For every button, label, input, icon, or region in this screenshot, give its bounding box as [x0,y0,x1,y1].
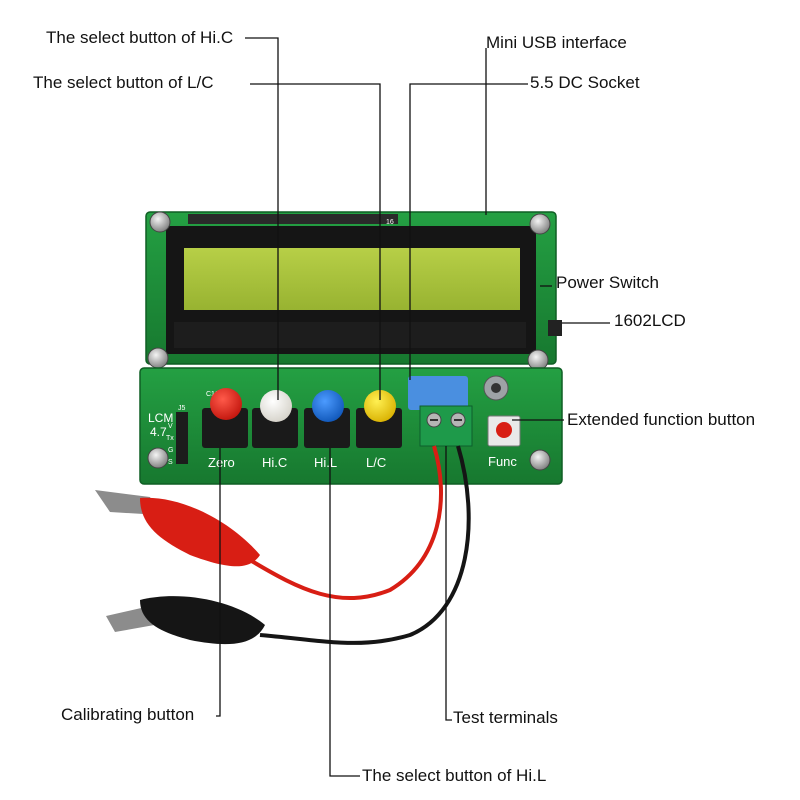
screw-icon [529,213,551,235]
callout-lcd: 1602LCD [614,311,686,330]
callout-dc-socket: 5.5 DC Socket [530,73,640,92]
callout-calibrating: Calibrating button [61,705,195,724]
screw-icon [529,449,551,471]
zero-button [210,388,242,420]
silk-c16: C16 [206,391,219,398]
silk-zero: Zero [208,455,235,470]
func-button [496,422,512,438]
black-lead [259,445,471,645]
lcd-pin-label: 16 [386,219,394,226]
callout-select-hil: The select button of Hi.L [362,766,547,785]
lc-button [364,390,396,422]
callout-mini-usb: Mini USB interface [486,33,627,52]
silk-pin-tx: Tx [166,435,174,442]
callout-select-lc: The select button of L/C [33,73,214,92]
screw-icon [149,211,171,233]
silk-lc: L/C [366,455,386,470]
red-lead [248,445,444,600]
silk-hic: Hi.C [262,455,287,470]
silk-version: 4.7 [150,425,167,439]
silk-pin-v: V [168,423,173,430]
callout-select-hic: The select button of Hi.C [46,28,234,47]
terminal-block [419,405,473,447]
lcd-screen [184,248,520,310]
leader-lines [216,37,610,777]
hic-button [260,390,292,422]
main-board: J5 V Tx G S LCM 4.7 C16 Zero Hi.C Hi.L L… [139,367,563,485]
callout-test-terminals: Test terminals [453,708,558,727]
silk-func: Func [488,454,517,469]
usb-socket [408,376,468,410]
red-clip [95,490,260,567]
screw-icon [147,347,169,369]
lcd-board: 16 [145,211,557,371]
callout-power-switch: Power Switch [556,273,659,292]
silk-lcm: LCM [148,411,173,425]
silk-j5: J5 [178,405,186,412]
silk-pin-s: S [168,459,173,466]
screw-icon [527,349,549,371]
callout-extended-function: Extended function button [567,410,756,429]
screw-icon [147,447,169,469]
hil-button [312,390,344,422]
power-switch [548,320,562,336]
silk-pin-g: G [168,447,173,454]
silk-hil: Hi.L [314,455,337,470]
black-clip [106,596,265,645]
